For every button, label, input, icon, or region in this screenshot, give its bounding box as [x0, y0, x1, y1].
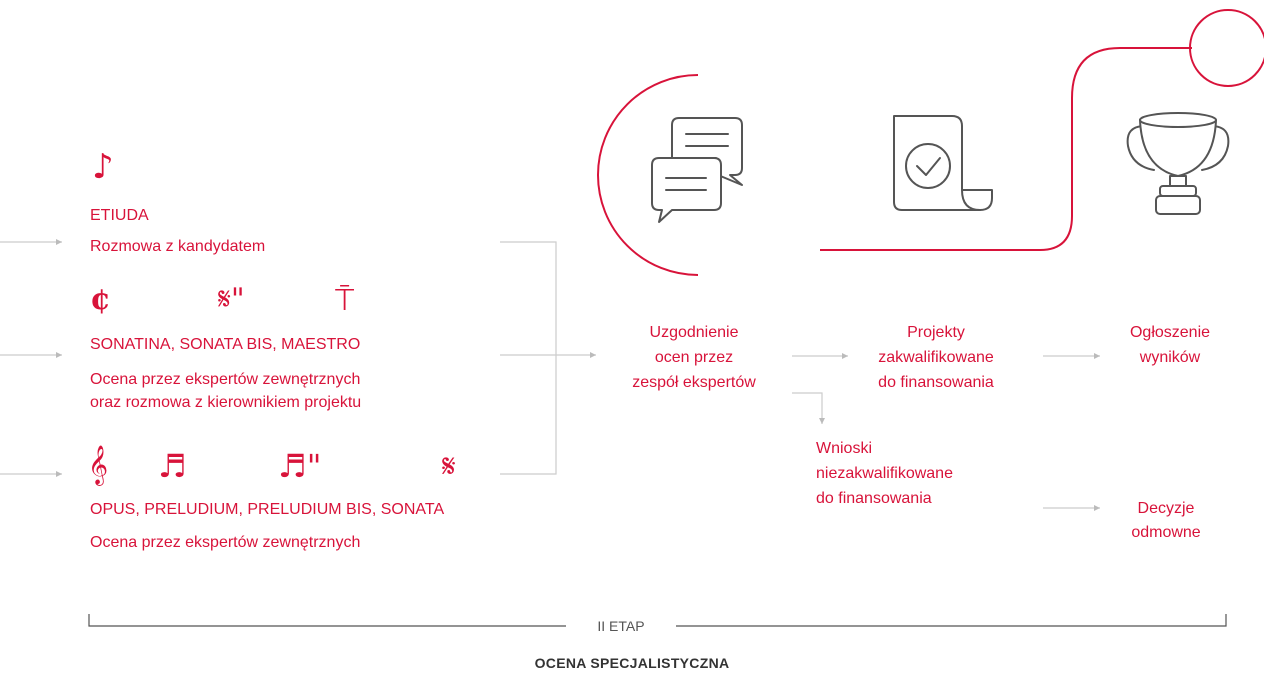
stage-label: II ETAP — [597, 618, 645, 634]
qualified-step-line-1: Projekty — [907, 324, 965, 341]
etiuda-group-name: ETIUDA — [90, 207, 149, 224]
cut-time-icon: ¢ — [90, 282, 111, 317]
red-endpoint-circle — [1189, 9, 1264, 87]
not-qualified-step-line-3: do finansowania — [816, 490, 932, 507]
red-flow-curve-2 — [820, 47, 1192, 251]
opus-group-name: OPUS, PRELUDIUM, PRELUDIUM BIS, SONATA — [90, 501, 445, 518]
etiuda-description: Rozmowa z kandydatem — [90, 238, 266, 255]
sonatina-group-name: SONATINA, SONATA BIS, MAESTRO — [90, 336, 361, 353]
sonatina-description-line-2: oraz rozmowa z kierownikiem projektu — [90, 394, 362, 411]
opus-description: Ocena przez ekspertów zewnętrznych — [90, 534, 361, 551]
stage-subtitle: OCENA SPECJALISTYCZNA — [534, 655, 730, 671]
not-qualified-step-line-2: niezakwalifikowane — [816, 465, 953, 482]
refusal-step-line-2: odmowne — [1131, 524, 1201, 541]
qualified-step-line-3: do finansowania — [878, 374, 994, 391]
document-check-icon — [893, 115, 993, 211]
segno-icon: 𝄋 — [442, 447, 456, 485]
treble-clef-icon: 𝄞 — [88, 445, 109, 485]
chat-bubbles-icon — [651, 117, 743, 223]
announcement-step-line-1: Ogłoszenie — [1129, 324, 1211, 341]
agreement-step-line-2: ocen przez — [654, 349, 734, 366]
not-qualified-step-line-1: Wnioski — [816, 440, 873, 457]
announcement-step-line-2: wyników — [1139, 349, 1201, 366]
trophy-icon — [1126, 112, 1230, 215]
qualified-step-line-2: zakwalifikowane — [878, 349, 994, 366]
sixteenth-note-icon: ♬ — [158, 447, 187, 485]
eighth-note-icon: ♪ — [92, 147, 114, 187]
arrow-to-not-qualified — [792, 392, 825, 424]
music-stand-icon: ⍑ — [335, 280, 355, 318]
red-flow-curve — [597, 74, 699, 276]
refusal-step-line-1: Decyzje — [1137, 500, 1195, 517]
group-bracket — [500, 241, 557, 475]
agreement-step-line-3: zespół ekspertów — [632, 374, 756, 391]
sonatina-description-line-1: Ocena przez ekspertów zewnętrznych — [90, 371, 361, 388]
segno-double-icon: 𝄋" — [218, 282, 245, 317]
sixteenth-note-double-icon: ♬" — [278, 447, 322, 485]
stage-bracket-left — [88, 614, 566, 627]
stage-bracket-right — [676, 614, 1227, 627]
agreement-step-line-1: Uzgodnienie — [649, 324, 739, 341]
